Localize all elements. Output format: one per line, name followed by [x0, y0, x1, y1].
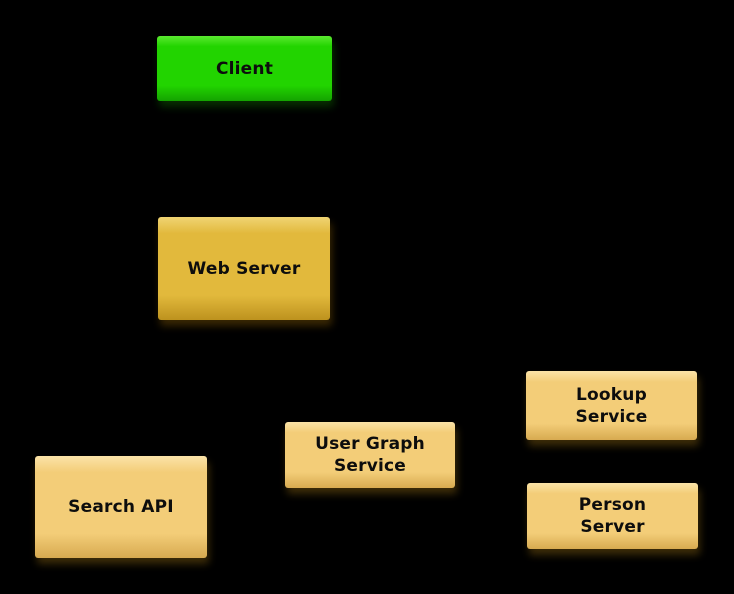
node-web-server: Web Server: [158, 217, 330, 320]
node-lookup-service: Lookup Service: [526, 371, 697, 440]
node-web-server-label: Web Server: [187, 258, 301, 279]
node-person-server-label: Person Server: [578, 495, 647, 537]
node-client-label: Client: [215, 58, 274, 79]
node-user-graph-service: User Graph Service: [285, 422, 455, 488]
node-user-graph-service-label: User Graph Service: [315, 434, 425, 476]
node-search-api-label: Search API: [68, 497, 174, 517]
node-client: Client: [157, 36, 332, 101]
node-person-server: Person Server: [527, 483, 698, 549]
node-search-api: Search API: [35, 456, 207, 558]
node-lookup-service-label: Lookup Service: [575, 384, 648, 427]
